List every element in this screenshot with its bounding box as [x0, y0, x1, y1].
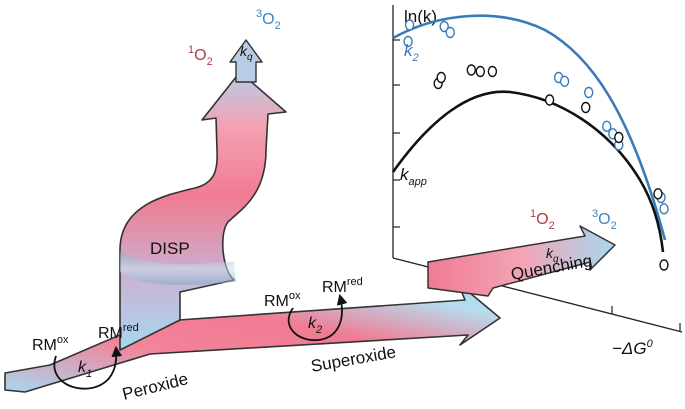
data-point-kapp — [581, 101, 591, 114]
data-point-k2 — [584, 86, 594, 99]
label-disp: DISP — [150, 239, 190, 258]
label-triplet-o2-top: 3O2 — [256, 8, 281, 32]
data-point-kapp — [614, 131, 624, 144]
data-point-k2 — [403, 35, 413, 48]
data-point-k2 — [602, 120, 612, 133]
x-axis-label: −ΔG0 — [612, 338, 654, 358]
data-point-kapp — [659, 259, 669, 271]
disp-arrow-tube — [119, 71, 287, 351]
data-point-k2 — [445, 26, 455, 39]
label-kq-quench: kq — [546, 245, 559, 265]
label-k2: k2 — [308, 315, 322, 336]
data-point-kapp — [466, 64, 476, 76]
quenching-arrow — [427, 225, 616, 297]
data-point-kapp — [544, 94, 555, 106]
data-point-k2 — [404, 19, 415, 31]
scatter-points — [403, 19, 669, 271]
kq-top-arrow — [229, 39, 263, 83]
label-peroxide: Peroxide — [120, 369, 190, 404]
curve-label-k2: k2 — [404, 41, 419, 64]
k1-curved-arrow — [53, 345, 123, 390]
data-point-kapp — [436, 71, 446, 84]
data-point-kapp — [475, 65, 485, 78]
kapp-fit-curve — [391, 90, 665, 253]
label-triplet-o2-quench: 3O2 — [592, 208, 617, 232]
label-rm-ox-1: RMox — [32, 334, 69, 354]
data-point-k2 — [559, 75, 570, 88]
k2-curved-arrow — [287, 293, 348, 341]
label-singlet-o2-top: 1O2 — [188, 44, 213, 68]
label-rm-ox-2: RMox — [264, 290, 301, 310]
label-rm-red-2: RMred — [322, 276, 363, 296]
disp-bend-strip — [120, 252, 236, 285]
label-rm-red-1: RMred — [98, 322, 139, 342]
k2-fit-curve — [392, 14, 667, 241]
label-superoxide: Superoxide — [309, 342, 397, 376]
label-singlet-o2-quench: 1O2 — [530, 208, 555, 232]
label-kq-top: kq — [240, 43, 253, 63]
label-k1: k1 — [78, 359, 92, 380]
data-point-k2 — [659, 203, 669, 215]
data-point-kapp — [653, 188, 663, 200]
data-point-kapp — [487, 65, 498, 78]
data-point-k2 — [439, 20, 449, 33]
curve-label-kapp: kapp — [400, 165, 427, 188]
